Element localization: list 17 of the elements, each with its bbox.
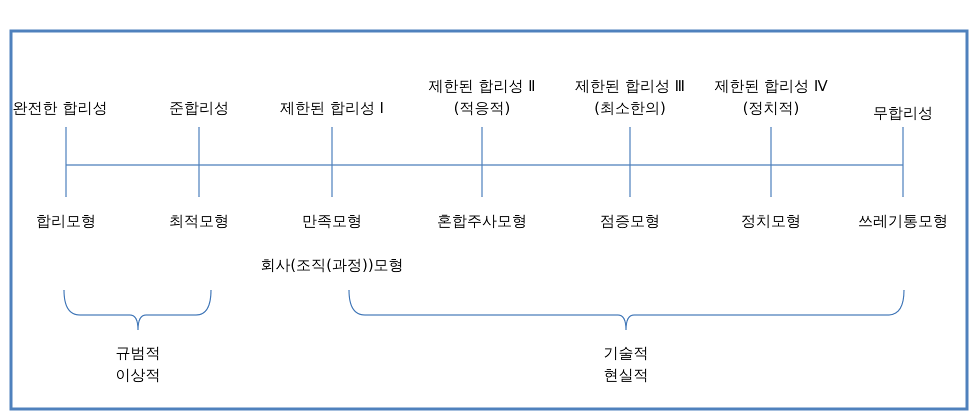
scale-label: 준합리성	[168, 98, 230, 119]
scale-label: 제한된 합리성 Ⅰ	[279, 98, 385, 119]
scale-label: 제한된 합리성 Ⅱ (적응적)	[428, 76, 536, 119]
scale-label: 제한된 합리성 Ⅲ (최소한의)	[574, 76, 686, 119]
model-label: 정치모형	[740, 211, 802, 232]
model-label: 점증모형	[599, 211, 661, 232]
scale-label: 완전한 합리성	[12, 98, 108, 119]
model-label: 최적모형	[168, 211, 230, 232]
model-label: 쓰레기통모형	[857, 211, 949, 232]
model-label: 합리모형	[35, 211, 97, 232]
scale-label: 제한된 합리성 Ⅳ (정치적)	[713, 76, 829, 119]
model-label: 만족모형	[301, 211, 363, 232]
scale-label: 무합리성	[872, 103, 934, 124]
category-label: 기술적 현실적	[602, 343, 650, 386]
model-label: 혼합주사모형	[436, 211, 528, 232]
category-label: 규범적 이상적	[114, 343, 162, 386]
model-label: 회사(조직(과정))모형	[259, 255, 405, 276]
